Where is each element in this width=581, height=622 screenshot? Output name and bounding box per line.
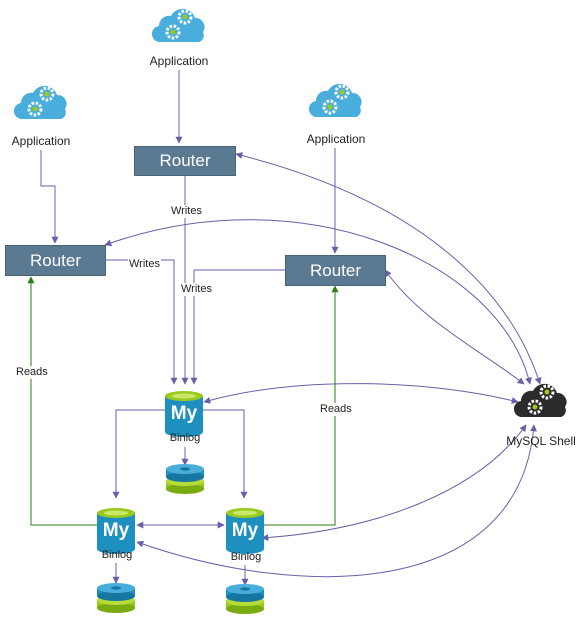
mysql-secondary-left-db-icon: My: [97, 508, 135, 554]
writes-label-left: Writes: [128, 258, 161, 271]
application-cloud-icon: [13, 85, 67, 120]
edge-primary-to-right: [203, 409, 248, 499]
binlog-label-primary: Binlog: [169, 432, 201, 444]
router-top[interactable]: Router: [134, 146, 236, 176]
binlog-disk-icon: [226, 584, 264, 614]
edge-shell-left: [136, 424, 537, 578]
reads-label-right: Reads: [319, 403, 353, 416]
application-cloud-icon: [151, 8, 205, 43]
svg-text:My: My: [232, 520, 259, 541]
svg-text:My: My: [103, 520, 130, 541]
edge-reads-left: [27, 276, 97, 526]
edge-shell-router-right: [384, 269, 525, 385]
edge-reads-right: [263, 285, 339, 526]
binlog-label-secondary-right: Binlog: [230, 551, 262, 563]
binlog-label-secondary-left: Binlog: [101, 549, 133, 561]
edge-app-left-router-left: [40, 150, 59, 244]
application-cloud-icon: [308, 83, 362, 118]
writes-label-top: Writes: [170, 205, 203, 218]
edge-shell-primary: [203, 383, 519, 404]
application-label-top: Application: [149, 54, 209, 68]
mysql-primary-db-icon: My: [165, 391, 203, 437]
binlog-disk-icon: [97, 583, 135, 613]
binlog-disk-icon: [166, 464, 204, 494]
edge-shell-router-top: [235, 152, 542, 385]
application-label-left: Application: [11, 134, 71, 148]
application-label-right: Application: [306, 132, 366, 146]
edge-writes-left: [105, 259, 178, 385]
mysql-shell-cloud-icon: [513, 383, 567, 418]
writes-label-right: Writes: [180, 283, 213, 296]
edge-shell-router-left: [104, 219, 532, 385]
mysql-secondary-right-db-icon: My: [226, 508, 264, 554]
reads-label-left: Reads: [15, 366, 49, 379]
edge-shell-right: [261, 424, 527, 542]
svg-text:My: My: [171, 403, 198, 424]
mysql-shell-label: MySQL Shell: [506, 434, 576, 448]
router-right[interactable]: Router: [285, 255, 386, 286]
router-left[interactable]: Router: [5, 245, 106, 276]
edge-primary-to-left: [112, 409, 165, 499]
